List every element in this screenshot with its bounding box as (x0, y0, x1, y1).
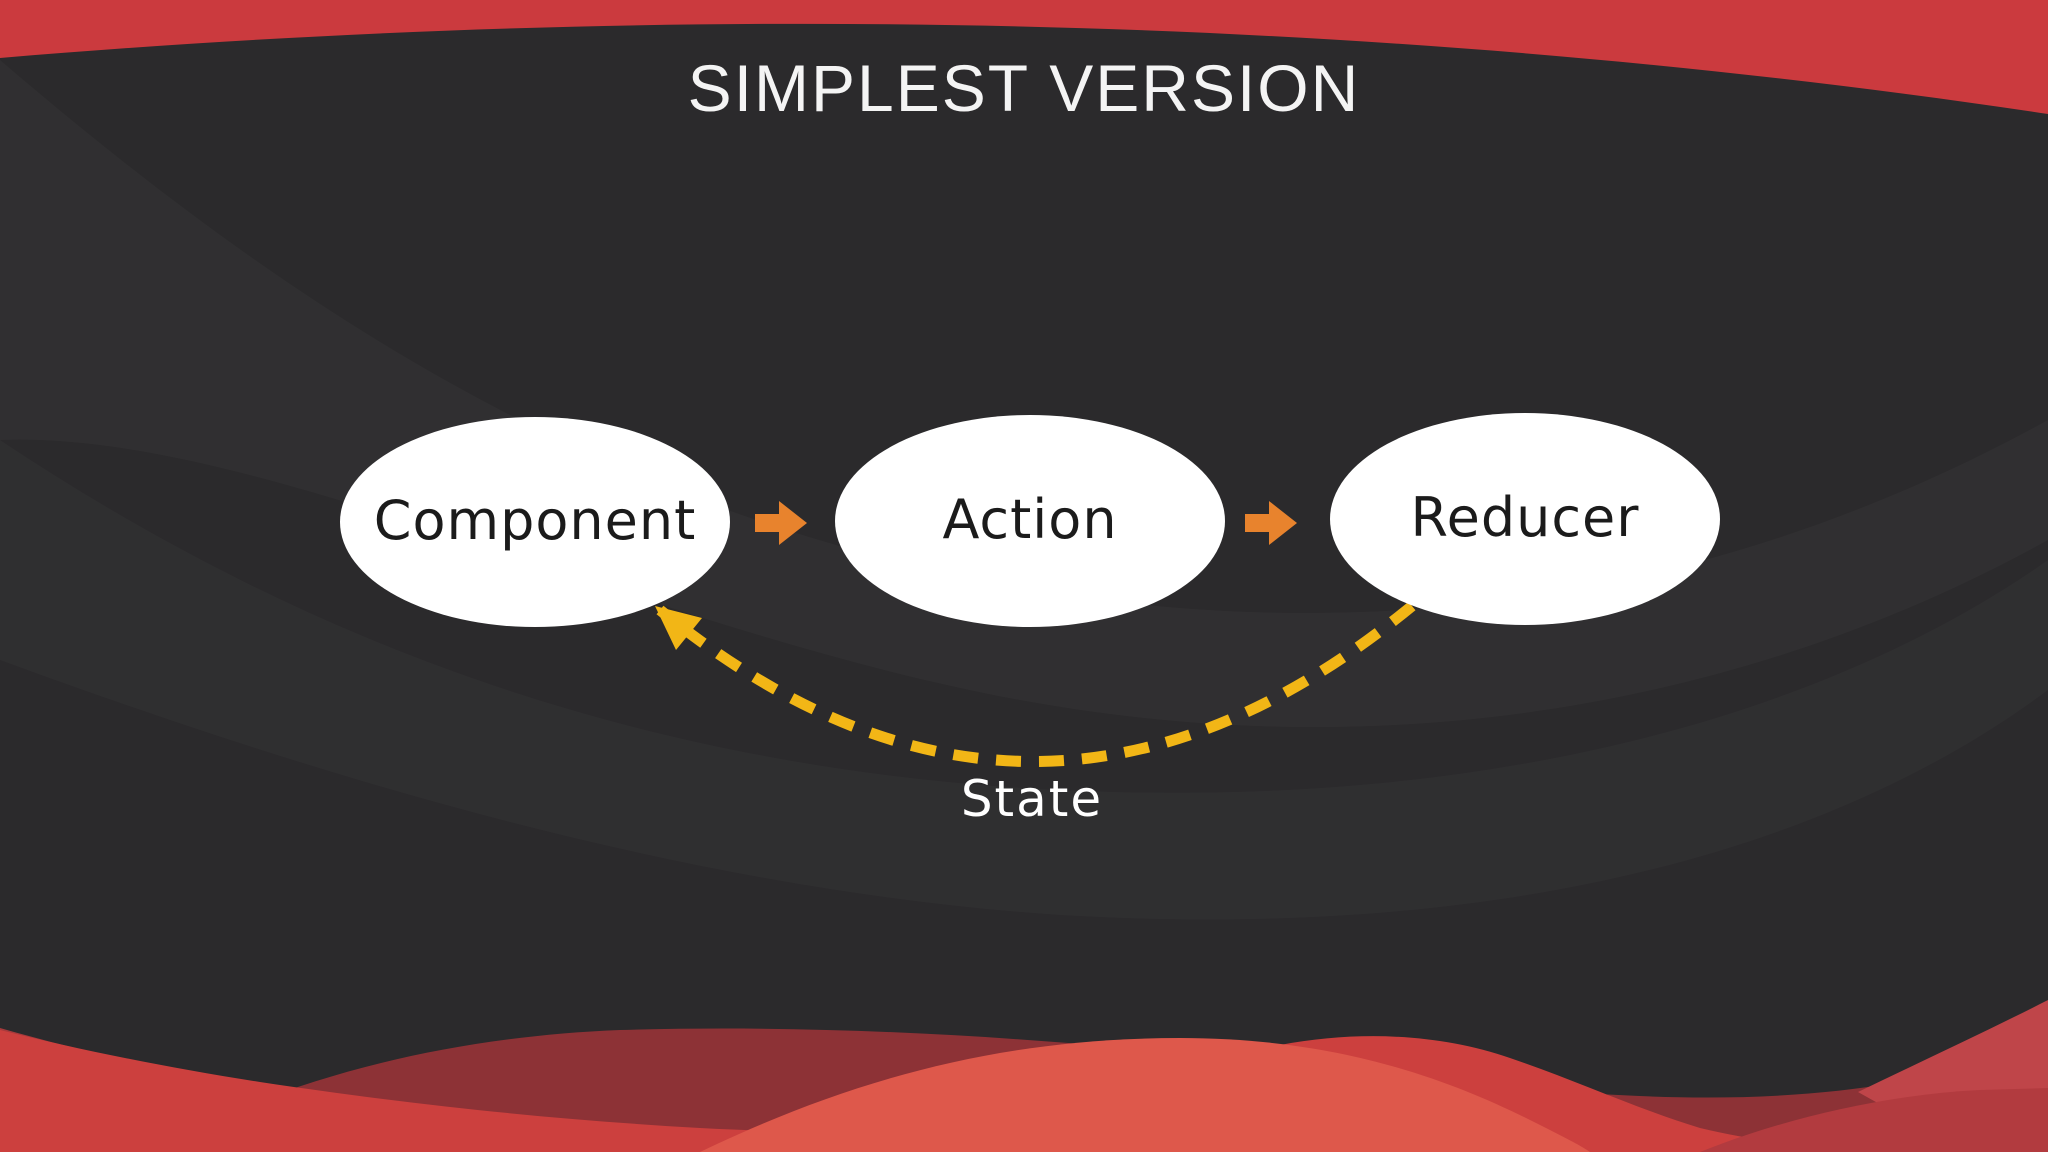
node-component-label: Component (373, 488, 697, 552)
bottom-salmon-wave (700, 1038, 1590, 1152)
state-edge-label: State (960, 770, 1104, 828)
arrow-action-to-reducer-icon (1245, 501, 1297, 545)
node-reducer-label: Reducer (1410, 485, 1640, 549)
top-red-wave (0, 0, 2048, 114)
arrow-component-to-action-icon (755, 501, 807, 545)
node-action: Action (835, 415, 1225, 627)
node-action-label: Action (942, 487, 1118, 551)
slide-title: SIMPLEST VERSION (687, 51, 1361, 125)
state-dashed-curve (656, 601, 1416, 767)
node-reducer: Reducer (1330, 413, 1720, 625)
node-component: Component (340, 417, 730, 627)
bottom-right-corner-wave (1700, 1088, 2048, 1152)
state-arrowhead-icon (655, 606, 702, 650)
bottom-red-band-wave (0, 1030, 2048, 1152)
